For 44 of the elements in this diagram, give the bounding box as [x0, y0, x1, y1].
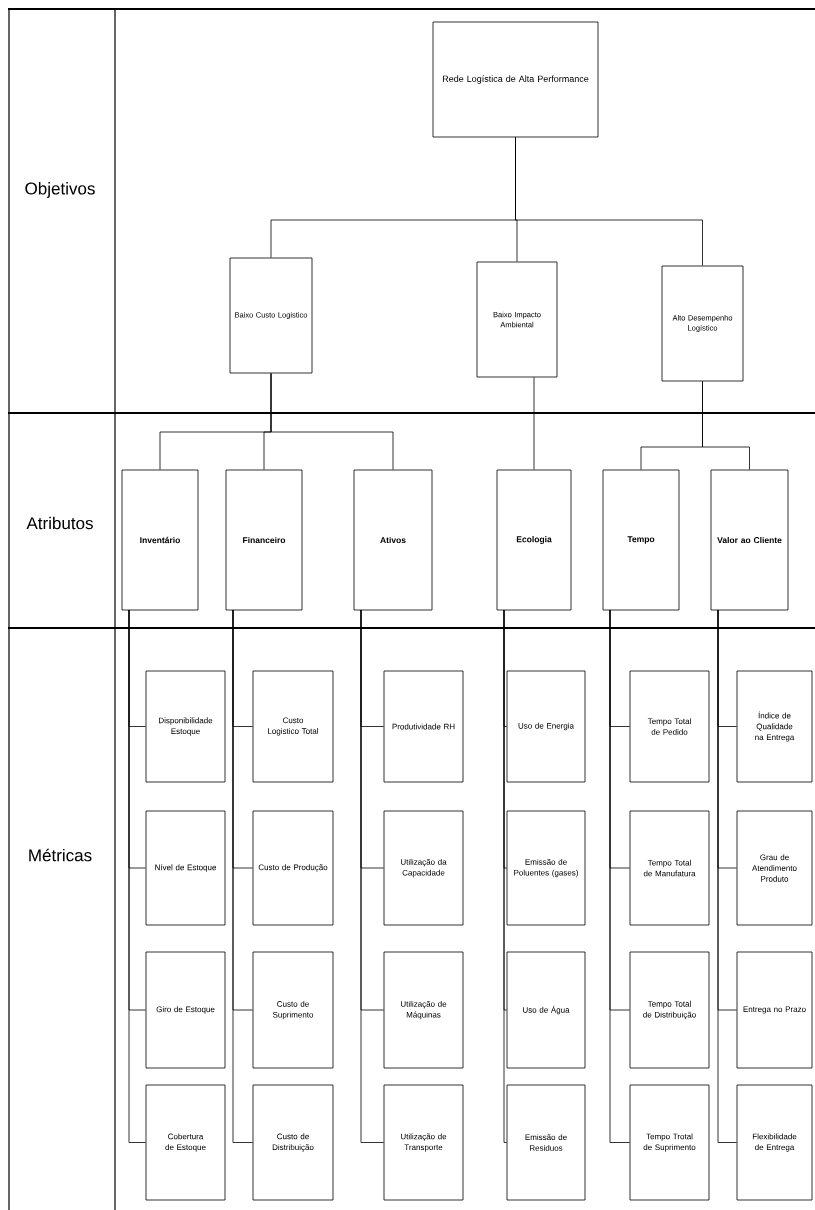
- metric-box: Custo de Suprimento: [252, 951, 334, 1069]
- metric-box: Produtividade RH: [383, 670, 464, 783]
- objective-box: Rede Logística de Alta Performance: [432, 21, 599, 138]
- row-label: Métricas: [29, 848, 92, 862]
- metric-box: Tempo Total de Pedido: [629, 670, 710, 783]
- metric-box: Tempo Trotal de Suprimento: [629, 1084, 710, 1201]
- attribute-box: Valor ao Cliente: [710, 469, 789, 611]
- metric-box: Giro de Estoque: [145, 951, 226, 1069]
- attribute-box: Ecologia: [496, 469, 572, 611]
- connector: [270, 373, 394, 470]
- connector: [533, 377, 535, 470]
- connector: [609, 609, 630, 1143]
- metric-box: Uso de Energia: [506, 670, 586, 783]
- metric-box: Custo Logistico Total: [252, 670, 334, 783]
- metric-box: Uso de Água: [506, 951, 586, 1069]
- metric-box: Grau de Atendimento Produto: [736, 810, 813, 926]
- connector: [360, 609, 384, 1143]
- metric-box: Nível de Estoque: [145, 810, 226, 926]
- metric-box: Tempo Total de Distribuição: [629, 951, 710, 1069]
- connector: [515, 137, 703, 266]
- row-label: Atributos: [26, 516, 93, 530]
- connector: [717, 609, 737, 1143]
- metric-box: Cobertura de Estoque: [145, 1084, 226, 1201]
- metric-box: Tempo Total de Manufatura: [629, 810, 710, 926]
- connector: [232, 609, 253, 1143]
- metric-box: Custo de Produção: [252, 810, 334, 926]
- metric-box: Emissão de Poluentes (gases): [506, 810, 586, 926]
- metric-box: Entrega no Prazo: [736, 951, 813, 1069]
- metric-box: Flexibilidade de Entrega: [736, 1084, 813, 1201]
- metric-box: Custo de Distribuição: [252, 1084, 334, 1201]
- row-label: Objetivos: [25, 182, 95, 198]
- connector: [702, 381, 750, 470]
- metric-box: Utilização da Capacidade: [383, 810, 464, 926]
- metric-box: Disponibilidade Estoque: [145, 670, 226, 783]
- metric-box: Utilização de Transporte: [383, 1084, 464, 1201]
- attribute-box: Ativos: [353, 469, 433, 611]
- metric-box: Emissão de Residuos: [506, 1084, 586, 1201]
- connector: [128, 609, 146, 1143]
- attribute-box: Tempo: [602, 469, 680, 611]
- attribute-box: Financeiro: [225, 469, 303, 611]
- attribute-box: Inventário: [121, 469, 199, 611]
- metric-box: Índice de Qualidade na Entrega: [736, 670, 813, 783]
- metric-box: Utilização de Máquinas: [383, 951, 464, 1069]
- connector: [503, 609, 507, 1143]
